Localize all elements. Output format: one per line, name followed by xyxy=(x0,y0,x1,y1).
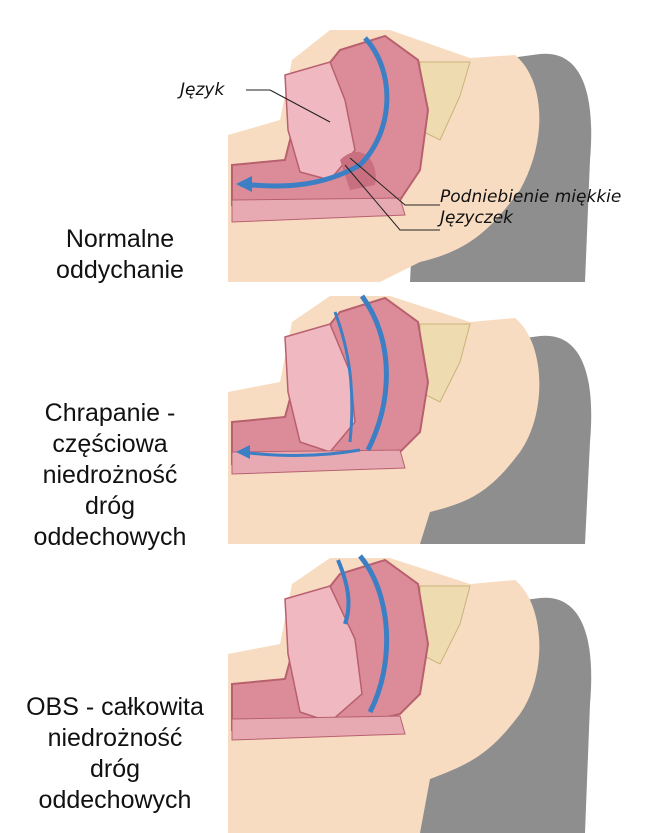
caption-osa: OBS - całkowita niedrożność dróg oddecho… xyxy=(0,692,230,816)
caption-line: oddychanie xyxy=(56,256,184,284)
label-soft-palate: Podniebienie miękkie xyxy=(440,187,622,207)
airflow-narrow xyxy=(239,448,361,458)
airflow-line-right xyxy=(358,554,390,714)
caption-line: częściowa xyxy=(52,430,168,458)
panel-normal-breathing: Język Podniebienie miękkie Języczek Norm… xyxy=(0,0,666,284)
caption-line: niedrożność xyxy=(47,724,183,752)
tongue xyxy=(284,585,363,723)
label-uvula: Języczek xyxy=(440,208,514,228)
caption-line: Normalne xyxy=(65,225,175,253)
tongue xyxy=(284,323,356,453)
airflow-arrowhead xyxy=(236,176,252,192)
airflow-arrow xyxy=(239,36,390,189)
label-tongue: Język xyxy=(180,80,225,100)
caption-line: oddechowych xyxy=(33,523,187,551)
soft-palate xyxy=(340,151,376,190)
panel-snoring: Chrapanie - częściowa niedrożność dróg o… xyxy=(0,282,666,551)
leader-line-soft-palate xyxy=(349,157,440,206)
head-cross-section-normal xyxy=(228,30,592,282)
airflow-line-right xyxy=(359,294,389,452)
leader-line-tongue-b xyxy=(269,89,331,123)
head-cross-section-osa xyxy=(228,554,592,833)
airflow-line-left xyxy=(333,311,354,443)
caption-line: oddechowych xyxy=(38,786,192,814)
airflow-line-left xyxy=(336,559,351,625)
head-cross-section-snoring xyxy=(228,294,592,544)
caption-line: OBS - całkowita xyxy=(26,693,204,721)
panel-osa: OBS - całkowita niedrożność dróg oddecho… xyxy=(0,544,666,833)
trachea xyxy=(231,715,406,741)
caption-line: dróg xyxy=(84,492,136,520)
caption-normal-breathing: Normalne oddychanie xyxy=(0,224,240,286)
trachea xyxy=(231,197,406,223)
caption-line: niedrożność xyxy=(42,461,178,489)
caption-line: dróg xyxy=(89,755,141,783)
caption-snoring: Chrapanie - częściowa niedrożność dróg o… xyxy=(0,398,220,553)
caption-line: Chrapanie - xyxy=(44,399,176,427)
leader-line-uvula xyxy=(344,164,440,231)
airflow-arrowhead xyxy=(236,445,250,459)
